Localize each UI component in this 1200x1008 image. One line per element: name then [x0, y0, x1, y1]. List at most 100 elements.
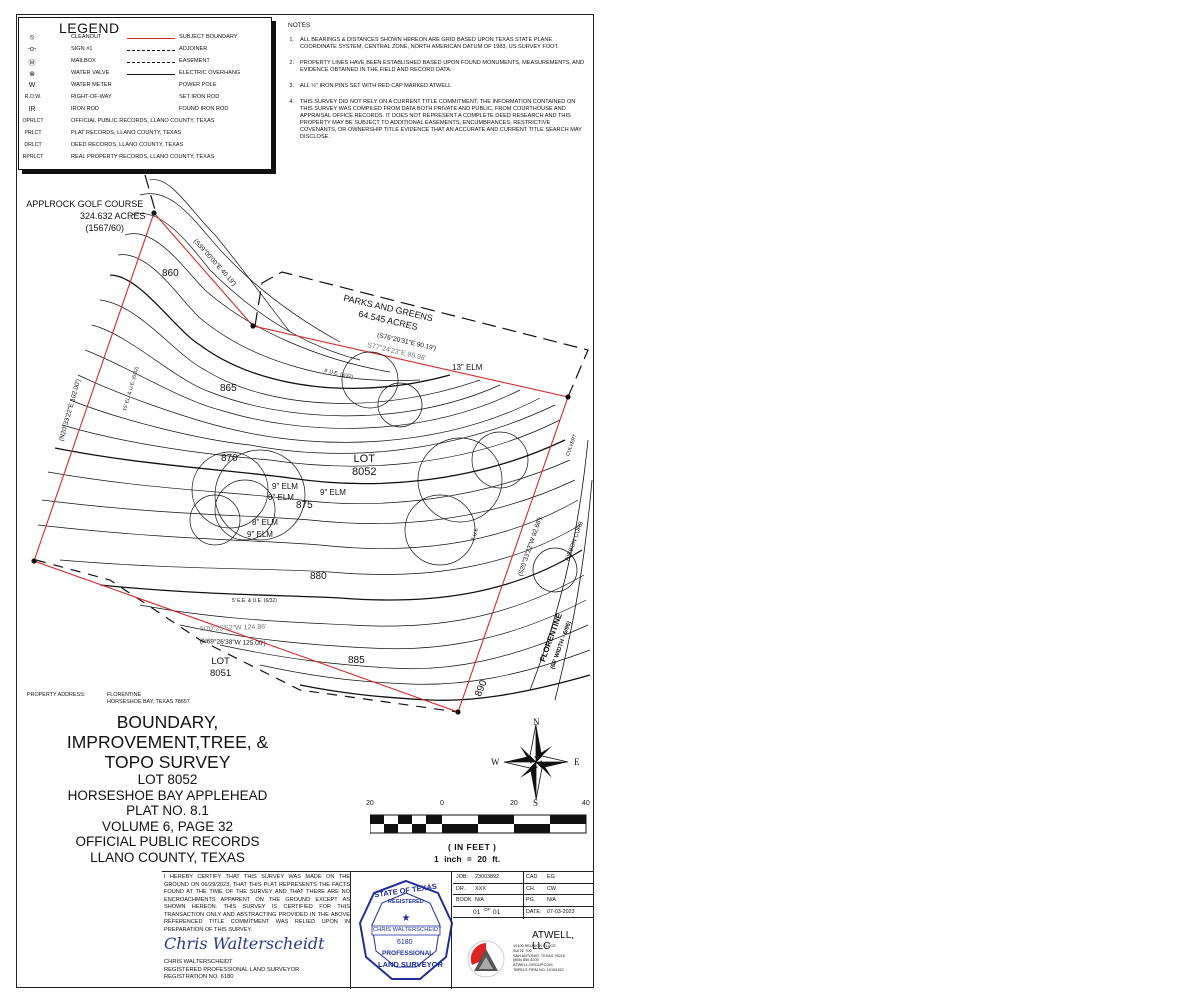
contour-label-875: 875 — [296, 500, 313, 511]
applrock-name: APPLROCK GOLF COURSE — [26, 199, 144, 209]
legend-label: MAILBOX — [71, 58, 96, 64]
legend-line-sample — [127, 62, 175, 63]
legend-line-sample — [127, 74, 175, 75]
adjoiner-lines — [35, 174, 589, 713]
applrock-ref: (1567/60) — [85, 223, 125, 233]
scale-tick: 40 — [582, 800, 590, 807]
legend-line-label: SUBJECT BOUNDARY — [179, 34, 238, 40]
seal-registered: REGISTERED — [388, 899, 424, 905]
scale-units: ( IN FEET ) — [448, 842, 497, 852]
legend-line-label: ELECTRIC OVERHANG — [179, 70, 241, 76]
atwell-name: ATWELL, LLC — [532, 930, 575, 952]
certification-text: I HEREBY CERTIFY THAT THIS SURVEY WAS MA… — [164, 874, 350, 933]
address-line1: FLORENTINE — [107, 692, 142, 698]
legend-symbol: -o- — [27, 46, 37, 53]
title-line: VOLUME 6, PAGE 32 — [101, 818, 234, 834]
applrock-label: APPLROCK GOLF COURSE 324.632 ACRES (1567… — [24, 198, 146, 234]
surveyor-seal-icon: ★ — [358, 879, 454, 980]
legend-label: DEED RECORDS, LLANO COUNTY, TEXAS — [71, 142, 184, 148]
divider — [451, 872, 452, 989]
note-text: ALL BEARINGS & DISTANCES SHOWN HEREON AR… — [300, 37, 559, 50]
note-text: THIS SURVEY DID NOT RELY ON A CURRENT TI… — [300, 99, 582, 140]
legend-label: REAL PROPERTY RECORDS, LLANO COUNTY, TEX… — [71, 154, 215, 160]
addr-line: TBPELS FIRM NO. 10194152 — [513, 967, 564, 972]
legend-label: WATER METER — [71, 82, 112, 88]
book-value: N/A — [475, 897, 484, 903]
addr-line: (866) 850 4200 — [513, 958, 539, 963]
legend-label: WATER VALVE — [71, 70, 110, 76]
surveyor-reg: REGISTRATION NO. 6180 — [164, 974, 234, 980]
lot-8051-label: LOT 8051 — [210, 656, 231, 680]
legend-row: RPRLCT REAL PROPERTY RECORDS, LLANO COUNT… — [19, 154, 271, 164]
surveyor-role: REGISTERED PROFESSIONAL LAND SURVEYOR — [164, 966, 300, 973]
legend-row: R.O.W. RIGHT-OF-WAY SET IRON ROD — [19, 94, 271, 104]
legend-label: RIGHT-OF-WAY — [71, 94, 112, 100]
legend-symbol: DRLCT — [24, 142, 42, 148]
title-line: TOPO SURVEY — [104, 752, 231, 772]
tree-label: 13" ELM — [452, 363, 483, 372]
note-item: 2.PROPERTY LINES HAVE BEEN ESTABLISHED B… — [280, 60, 585, 74]
sheet-total: 01 — [493, 909, 501, 916]
sheet-number: 01 — [473, 909, 481, 916]
title-block: BOUNDARY, IMPROVEMENT,TREE, & TOPO SURVE… — [40, 712, 295, 865]
contour-label-885: 885 — [348, 655, 365, 666]
job-info-grid: JOB: 23003892 CAD EG DR. XXX CH. CW BOOK… — [453, 872, 594, 919]
title-line: LLANO COUNTY, TEXAS — [90, 849, 245, 865]
drawing-sheet-border — [16, 14, 594, 988]
legend-line-label: SET IRON ROD — [179, 94, 220, 100]
note-number: 3. — [289, 83, 294, 89]
legend-line-sample — [127, 50, 175, 51]
legend-symbol: IR — [28, 106, 36, 113]
legend-symbol: OPRLCT — [22, 118, 44, 124]
iron-rod-markers — [31, 210, 571, 715]
addr-line: ATWELL-GROUP.COM — [513, 963, 553, 968]
note-item: 3.ALL ½" IRON PINS SET WITH RED CAP MARK… — [280, 83, 585, 90]
cad-label: CAD — [526, 874, 538, 880]
property-address: FLORENTINE HORSESHOE BAY, TEXAS 78657 — [107, 692, 190, 705]
legend-row: OPRLCT OFFICIAL PUBLIC RECORDS, LLANO COU… — [19, 118, 271, 128]
tree-canopies — [189, 351, 578, 593]
title-line: BOUNDARY, — [116, 712, 219, 732]
legend-line-label: EASEMENT — [179, 58, 210, 64]
legend-line-sample — [127, 38, 175, 39]
legend-title: LEGEND — [59, 20, 120, 36]
title-line: LOT 8052 — [137, 772, 198, 787]
tree-label: 8" ELM — [252, 518, 278, 527]
note-number: 1. — [289, 37, 294, 43]
cad-value: EG — [547, 874, 555, 880]
seal-bottom2: LAND SURVEYOR — [378, 960, 443, 969]
tree-label: 9" ELM — [247, 530, 273, 539]
legend-symbol: RPRLCT — [22, 154, 44, 160]
legend-label: OFFICIAL PUBLIC RECORDS, LLANO COUNTY, T… — [71, 118, 215, 124]
title-info-box: I HEREBY CERTIFY THAT THIS SURVEY WAS MA… — [162, 871, 594, 989]
scale-ratio: 1 inch = 20 ft. — [434, 854, 501, 864]
notes-section: NOTES 1.ALL BEARINGS & DISTANCES SHOWN H… — [280, 22, 585, 150]
scale-checker — [370, 814, 587, 834]
addr-line: SUITE 700 — [513, 948, 532, 953]
note-number: 2. — [289, 60, 294, 66]
surveyor-credentials: CHRIS WALTERSCHEIDT REGISTERED PROFESSIO… — [164, 959, 299, 982]
subject-boundary — [33, 211, 569, 713]
legend-symbol: R.O.W. — [24, 94, 42, 100]
compass-s: S — [533, 798, 539, 808]
legend-label: PLAT RECORDS, LLANO COUNTY, TEXAS — [71, 130, 182, 136]
date-value: 07-03-2023 — [547, 909, 575, 915]
applrock-acres: 324.632 ACRES — [80, 211, 146, 221]
legend-row: DRLCT DEED RECORDS, LLANO COUNTY, TEXAS — [19, 142, 271, 152]
topo-contours — [37, 179, 591, 701]
title-line: IMPROVEMENT,TREE, & — [66, 732, 269, 752]
scale-tick: 20 — [510, 800, 518, 807]
property-address-label: PROPERTY ADDRESS: — [27, 692, 86, 698]
address-line2: HORSESHOE BAY, TEXAS 78657 — [107, 698, 190, 705]
sheet-of: OF — [484, 907, 491, 912]
legend-symbol: ⊗ — [29, 71, 35, 78]
job-label: JOB: — [456, 874, 468, 880]
addr-line: 10100 REUNION PLACE — [513, 944, 556, 948]
seal-name: CHRIS WALTERSCHEIDT — [373, 927, 442, 933]
scale-bar: 20 0 20 40 ( IN FEET ) 1 inch = 20 ft. — [366, 800, 590, 870]
ch-label: CH. — [526, 885, 536, 892]
